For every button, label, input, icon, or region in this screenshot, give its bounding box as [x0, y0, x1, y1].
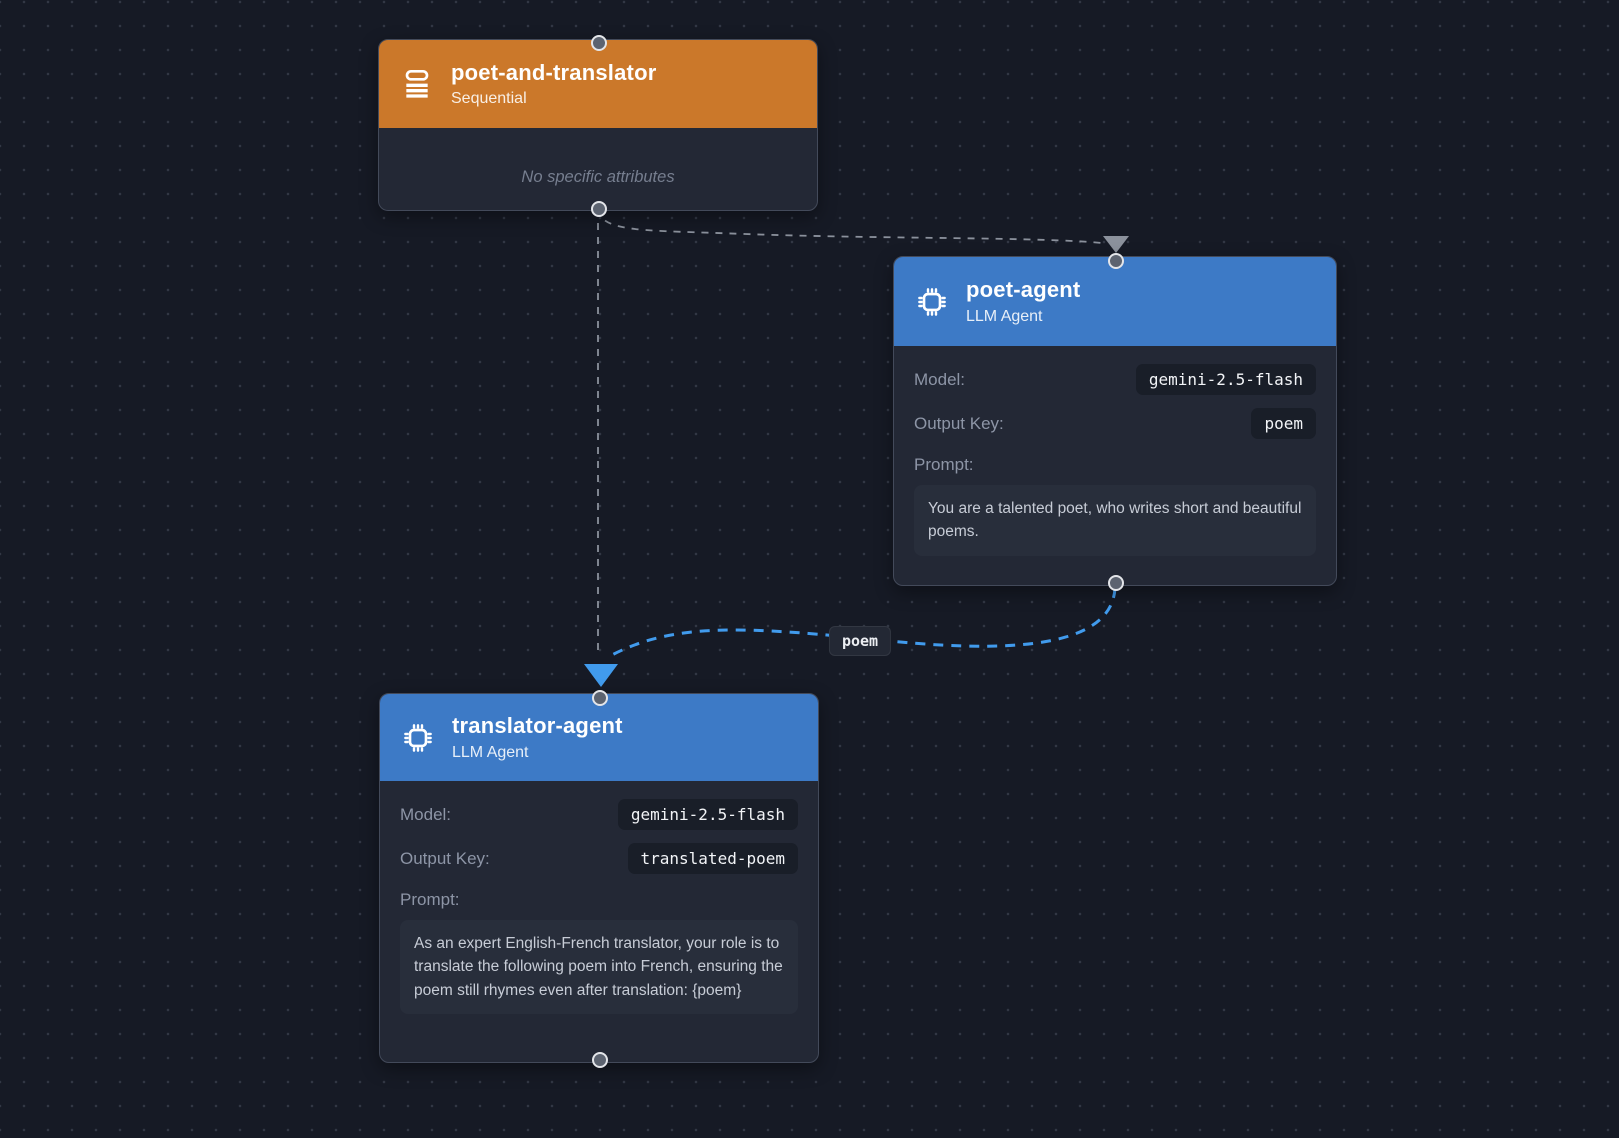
no-attributes-note: No specific attributes — [521, 168, 675, 186]
output-key-row: Output Key: poem — [914, 408, 1316, 439]
handle-bottom[interactable] — [592, 1052, 608, 1068]
node-poet-and-translator[interactable]: poet-and-translator Sequential No specif… — [378, 35, 818, 217]
node-poet-agent[interactable]: poet-agent LLM Agent Model: gemini-2.5-f… — [893, 253, 1337, 591]
arrowhead-gray-icon — [1103, 236, 1129, 253]
node-title: poet-and-translator — [451, 59, 657, 85]
output-key-value: poem — [1251, 408, 1316, 439]
model-value: gemini-2.5-flash — [617, 799, 798, 830]
node-header: translator-agent LLM Agent — [380, 694, 818, 781]
handle-bottom[interactable] — [591, 201, 607, 217]
list-icon — [401, 68, 433, 100]
handle-top[interactable] — [591, 35, 607, 51]
arrowhead-blue-icon — [584, 664, 618, 687]
node-body: No specific attributes — [379, 128, 817, 203]
node-body: Model: gemini-2.5-flash Output Key: tran… — [380, 781, 818, 1030]
node-header: poet-and-translator Sequential — [379, 40, 817, 128]
prompt-text: As an expert English-French translator, … — [400, 920, 798, 1014]
edge-sequential-to-poet-agent[interactable] — [597, 208, 1103, 244]
node-body: Model: gemini-2.5-flash Output Key: poem… — [894, 346, 1336, 572]
chip-icon — [916, 286, 948, 318]
node-translator-agent[interactable]: translator-agent LLM Agent Model: gemini… — [379, 690, 819, 1068]
node-title: translator-agent — [452, 713, 623, 739]
handle-bottom[interactable] — [1108, 575, 1124, 591]
prompt-label: Prompt: — [400, 890, 460, 909]
node-subtitle: Sequential — [451, 90, 527, 108]
prompt-label: Prompt: — [914, 455, 974, 474]
model-label: Model: — [400, 804, 452, 824]
output-key-value: translated-poem — [627, 843, 798, 874]
model-value: gemini-2.5-flash — [1135, 364, 1316, 395]
model-row: Model: gemini-2.5-flash — [914, 364, 1316, 395]
node-header: poet-agent LLM Agent — [894, 257, 1336, 346]
model-row: Model: gemini-2.5-flash — [400, 799, 798, 830]
output-key-label: Output Key: — [914, 413, 1004, 433]
output-key-label: Output Key: — [400, 848, 490, 868]
chip-icon — [402, 722, 434, 754]
node-title: poet-agent — [966, 277, 1081, 303]
model-label: Model: — [914, 369, 966, 389]
handle-top[interactable] — [1108, 253, 1124, 269]
handle-top[interactable] — [592, 690, 608, 706]
node-subtitle: LLM Agent — [452, 743, 529, 761]
node-subtitle: LLM Agent — [966, 307, 1043, 325]
prompt-text: You are a talented poet, who writes shor… — [914, 485, 1316, 556]
edge-label-poem: poem — [828, 626, 892, 656]
output-key-row: Output Key: translated-poem — [400, 843, 798, 874]
